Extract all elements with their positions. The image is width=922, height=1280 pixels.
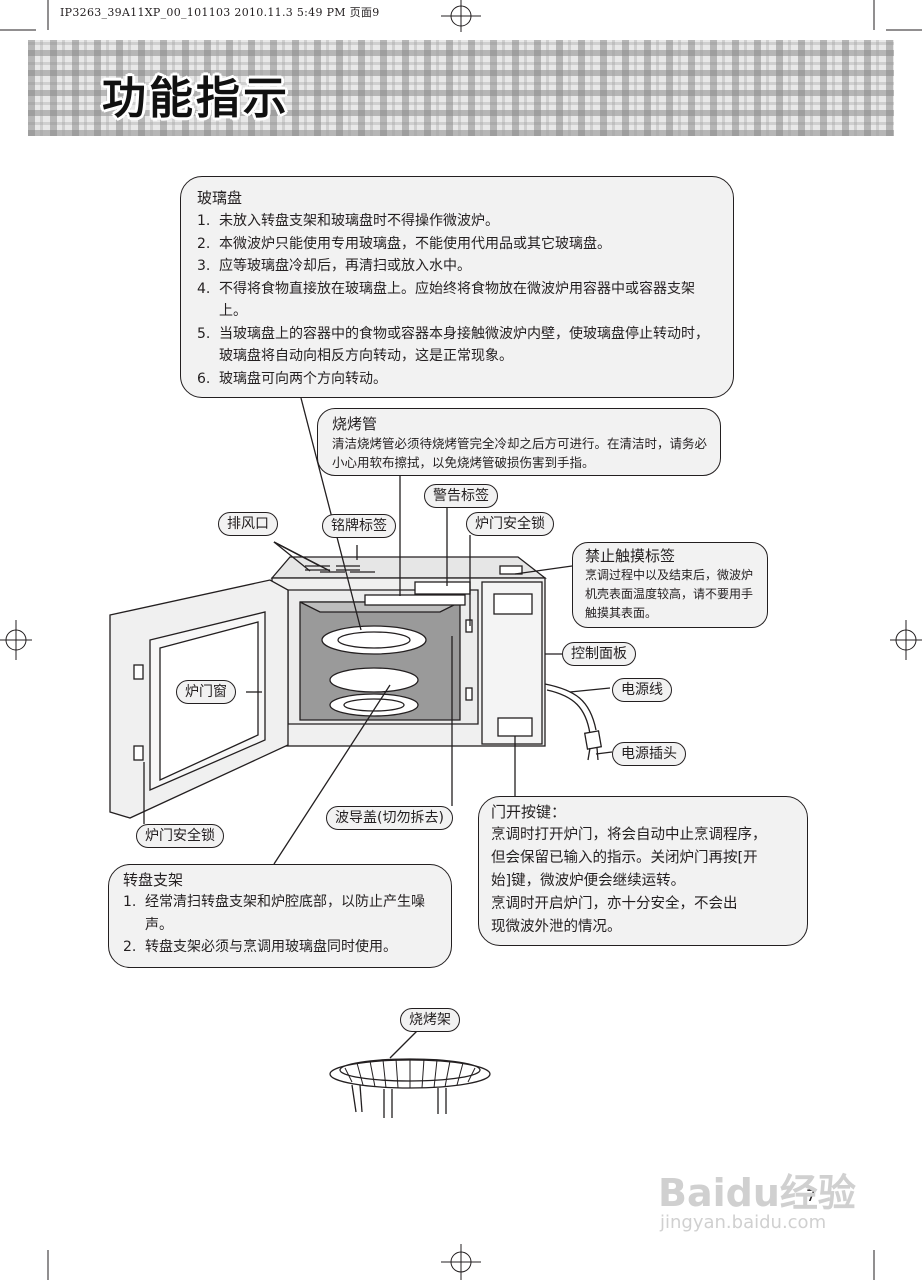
nameplate-label: 铭牌标签	[322, 514, 396, 538]
print-file-info: IP3263_39A11XP_00_101103 2010.11.3 5:49 …	[60, 6, 380, 19]
glass-tray-callout: 玻璃盘 1.未放入转盘支架和玻璃盘时不得操作微波炉。 2.本微波炉只能使用专用玻…	[180, 176, 734, 398]
door-lock-label-bottom: 炉门安全锁	[136, 824, 224, 848]
power-cord-label: 电源线	[612, 678, 672, 702]
door-window-label: 炉门窗	[176, 680, 236, 704]
grill-rack-label: 烧烤架	[400, 1008, 460, 1032]
list-item: 6.玻璃盘可向两个方向转动。	[197, 370, 387, 387]
turntable-support-callout: 转盘支架 1.经常清扫转盘支架和炉腔底部，以防止产生噪声。 2.转盘支架必须与烹…	[108, 864, 452, 968]
waveguide-cover-label: 波导盖(切勿拆去)	[326, 806, 453, 830]
list-item: 2.转盘支架必须与烹调用玻璃盘同时使用。	[123, 939, 397, 955]
door-button-line: 烹调时打开炉门，将会自动中止烹调程序，	[491, 827, 767, 843]
door-button-line: 但会保留已输入的指示。关闭炉门再按[开	[491, 850, 758, 866]
door-button-callout: 门开按键： 烹调时打开炉门，将会自动中止烹调程序， 但会保留已输入的指示。关闭炉…	[478, 796, 808, 946]
grill-tube-callout: 烧烤管 清洁烧烤管必须待烧烤管完全冷却之后方可进行。在清洁时，请务必小心用软布擦…	[317, 408, 721, 476]
door-button-line: 烹调时开启炉门，亦十分安全，不会出	[491, 896, 738, 912]
warning-label-tag: 警告标签	[424, 484, 498, 508]
door-lock-label-top: 炉门安全锁	[466, 512, 554, 536]
list-item: 2.本微波炉只能使用专用玻璃盘，不能使用代用品或其它玻璃盘。	[197, 235, 611, 252]
list-item: 1.经常清扫转盘支架和炉腔底部，以防止产生噪声。	[123, 894, 425, 933]
list-item: 1.未放入转盘支架和玻璃盘时不得操作微波炉。	[197, 213, 499, 229]
glass-tray-title: 玻璃盘	[197, 189, 243, 207]
power-plug-label: 电源插头	[612, 742, 686, 766]
vent-label: 排风口	[218, 512, 278, 536]
title-banner	[28, 40, 894, 136]
control-panel-label: 控制面板	[562, 642, 636, 666]
list-item: 4.不得将食物直接放在玻璃盘上。应始终将食物放在微波炉用容器中或容器支架上。	[197, 280, 695, 320]
grill-tube-title: 烧烤管	[332, 415, 378, 433]
page-number: 7	[806, 1186, 817, 1205]
baidu-watermark: Baidu经验	[658, 1171, 856, 1215]
door-button-line: 现微波外泄的情况。	[491, 919, 622, 935]
list-item: 5.当玻璃盘上的容器中的食物或容器本身接触微波炉内壁，使玻璃盘停止转动时，玻璃盘…	[197, 325, 709, 365]
door-button-line: 始]键，微波炉便会继续运转。	[491, 873, 686, 889]
turntable-support-title: 转盘支架	[123, 871, 184, 889]
page-title: 功能指示	[102, 73, 290, 124]
grill-tube-text: 清洁烧烤管必须待烧烤管完全冷却之后方可进行。在清洁时，请务必小心用软布擦拭，以免…	[332, 436, 708, 470]
watermark-url: jingyan.baidu.com	[660, 1212, 827, 1233]
no-touch-title: 禁止触摸标签	[585, 547, 676, 565]
no-touch-callout: 禁止触摸标签 烹调过程中以及结束后，微波炉机壳表面温度较高，请不要用手触摸其表面…	[572, 542, 768, 628]
no-touch-text: 烹调过程中以及结束后，微波炉机壳表面温度较高，请不要用手触摸其表面。	[585, 568, 754, 620]
door-button-title: 门开按键：	[491, 803, 567, 821]
list-item: 3.应等玻璃盘冷却后，再清扫或放入水中。	[197, 258, 471, 274]
